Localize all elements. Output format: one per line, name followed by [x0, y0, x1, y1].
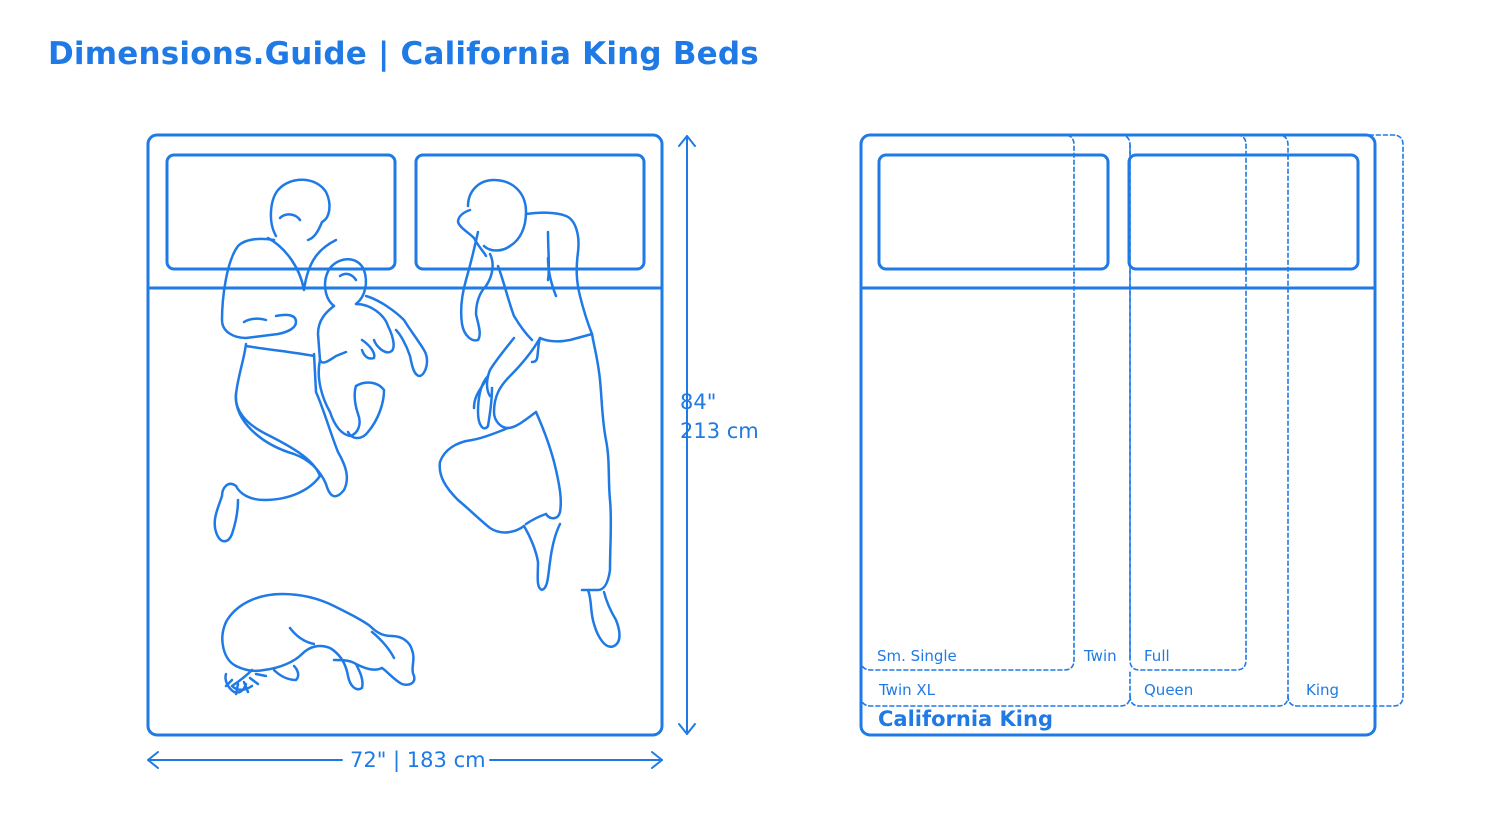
- height-metric: 213 cm: [680, 419, 759, 443]
- person-man-icon: [438, 178, 621, 649]
- person-woman-icon: [213, 178, 349, 543]
- label-full: Full: [1144, 647, 1170, 665]
- brand-name: Dimensions.Guide: [48, 36, 367, 72]
- height-dimension-label: 84" 213 cm: [680, 388, 759, 446]
- left-bed: [146, 133, 664, 737]
- queen-outline: [1129, 134, 1289, 707]
- label-twin-xl: Twin XL: [879, 681, 936, 699]
- pillow-right: [414, 153, 646, 271]
- page-title: Dimensions.Guide | California King Beds: [48, 36, 759, 72]
- full-outline: [1119, 134, 1247, 671]
- height-dimension-arrow: [678, 135, 696, 735]
- bed-frame: [146, 133, 664, 737]
- title-separator: |: [377, 36, 390, 72]
- label-sm-single: Sm. Single: [877, 647, 957, 665]
- label-twin: Twin: [1084, 647, 1117, 665]
- width-dimension-arrow: [147, 751, 663, 769]
- label-queen: Queen: [1144, 681, 1194, 699]
- bed-type-title: California King Beds: [400, 36, 759, 72]
- dog-icon: [221, 592, 416, 696]
- california-king-outline: [859, 133, 1377, 737]
- pillow-left: [877, 153, 1110, 271]
- pillow-left: [165, 153, 397, 271]
- king-outline: [1277, 134, 1404, 707]
- height-imperial: 84": [680, 390, 717, 414]
- twin-xl-outline: [860, 669, 1131, 707]
- width-dimension-label: 72" | 183 cm: [350, 748, 486, 772]
- dashed-size-outlines: [860, 134, 1404, 707]
- person-child-icon: [316, 258, 429, 440]
- pillow-right: [1127, 153, 1360, 271]
- label-california-king: California King: [878, 707, 1053, 731]
- label-king: King: [1306, 681, 1340, 699]
- right-bed-comparison: [859, 133, 1377, 737]
- sm-single-outline: [860, 134, 1075, 671]
